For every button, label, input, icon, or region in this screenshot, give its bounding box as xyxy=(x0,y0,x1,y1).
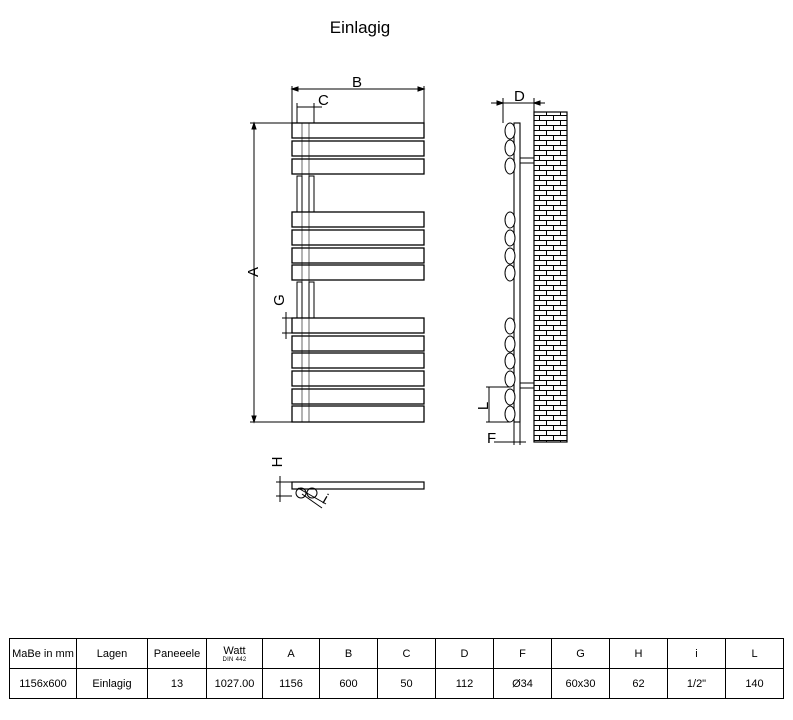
side-view xyxy=(486,98,568,445)
dimension-f xyxy=(494,422,526,445)
top-view xyxy=(276,476,425,509)
label-b: B xyxy=(352,74,362,91)
header-cell: A xyxy=(262,638,320,669)
header-cell: Lagen xyxy=(76,638,148,669)
technical-drawing: B C A G H i xyxy=(245,74,568,509)
dimension-a xyxy=(250,121,292,424)
table-cell: Ø34 xyxy=(493,668,552,699)
header-cell: B xyxy=(319,638,378,669)
table-cell: 1027.00 xyxy=(206,668,263,699)
header-cell: C xyxy=(377,638,436,669)
table-cell: 112 xyxy=(435,668,494,699)
header-cell: D xyxy=(435,638,494,669)
table-cell: Einlagig xyxy=(76,668,148,699)
header-cell: L xyxy=(725,638,784,669)
table-cell: 1/2" xyxy=(667,668,726,699)
page-title: Einlagig xyxy=(329,18,391,37)
header-cell: F xyxy=(493,638,552,669)
label-f: F xyxy=(487,430,496,447)
dimension-b xyxy=(290,86,426,123)
table-row: 1156x600 Einlagig 13 1027.00 1156 600 50… xyxy=(9,668,784,699)
dimension-c xyxy=(296,103,322,123)
dimension-d xyxy=(491,98,545,123)
front-collector-lines xyxy=(301,123,310,422)
table-cell: 60x30 xyxy=(551,668,610,699)
header-cell: H xyxy=(609,638,668,669)
header-cell: Paneeele xyxy=(147,638,207,669)
table-cell: 1156x600 xyxy=(9,668,77,699)
front-view xyxy=(250,86,426,424)
table-cell: 140 xyxy=(725,668,784,699)
brick-wall xyxy=(533,111,568,443)
dimension-i xyxy=(297,487,327,509)
header-cell: MaBe in mm xyxy=(9,638,77,669)
front-collectors xyxy=(296,175,315,319)
header-cell: G xyxy=(551,638,610,669)
table-cell: 600 xyxy=(319,668,378,699)
label-l: L xyxy=(475,402,492,410)
dimension-g xyxy=(282,312,292,339)
label-h: H xyxy=(269,457,286,468)
table-cell: 62 xyxy=(609,668,668,699)
label-c: C xyxy=(318,92,329,109)
header-cell: i xyxy=(667,638,726,669)
label-d: D xyxy=(514,88,525,105)
label-a: A xyxy=(245,267,262,277)
label-g: G xyxy=(271,294,288,306)
table-cell: 13 xyxy=(147,668,207,699)
dimension-l xyxy=(486,386,510,423)
table-cell: 1156 xyxy=(262,668,320,699)
label-i: i xyxy=(320,491,331,507)
table-cell: 50 xyxy=(377,668,436,699)
front-panels xyxy=(291,122,425,423)
side-panels xyxy=(504,122,516,423)
dimension-h xyxy=(276,476,292,502)
